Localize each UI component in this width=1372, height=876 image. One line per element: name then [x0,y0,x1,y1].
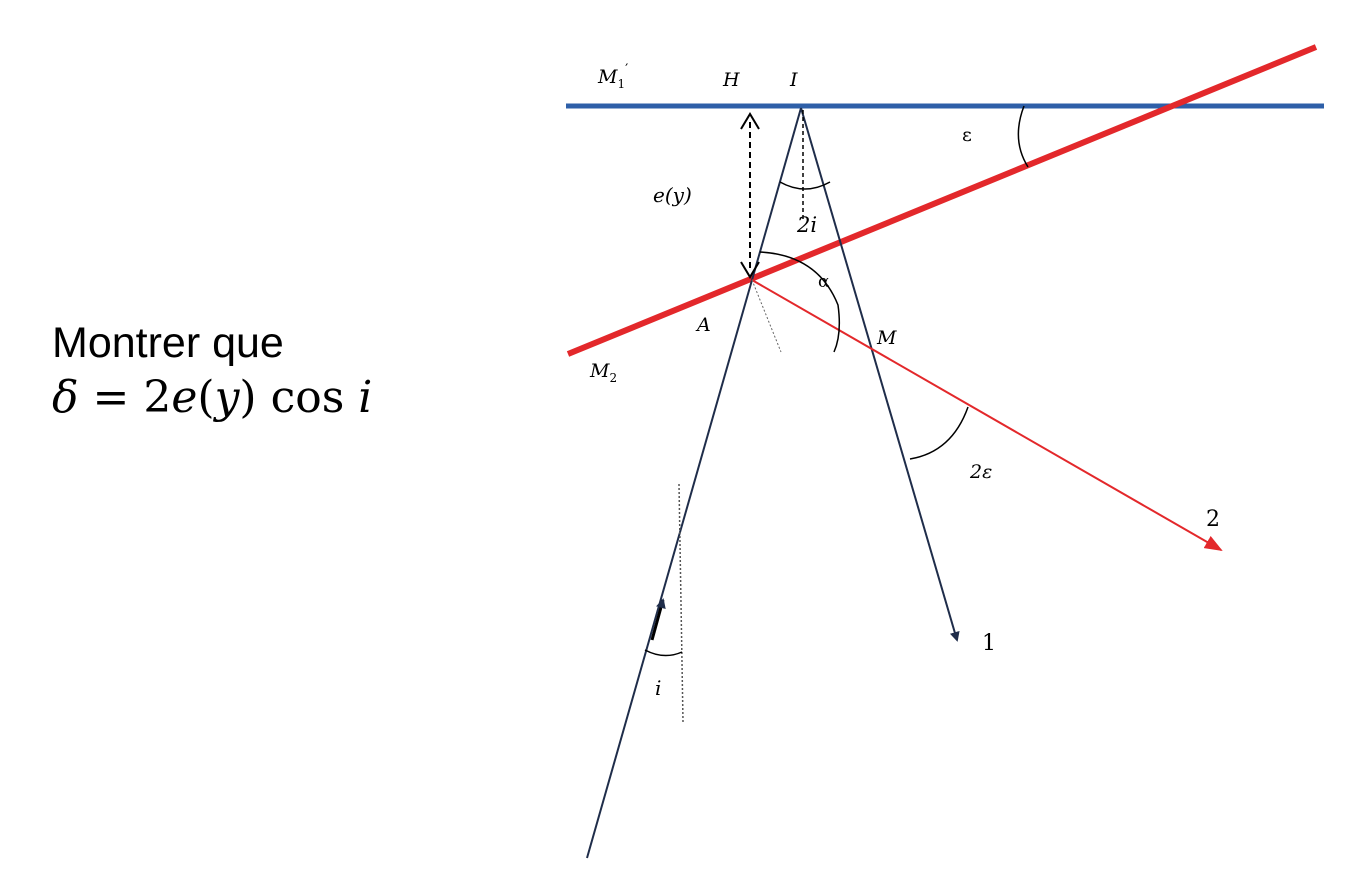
mirror-m2 [566,44,1318,357]
label-h: H [722,69,740,91]
thickness-arrowhead-top-icon [740,112,760,130]
angle-i-arc [644,649,683,657]
label-ray-2: 2 [1206,507,1220,532]
formula-paren-close: ) [239,372,257,423]
formula-e: e [171,372,198,423]
angle-alpha-arc [759,251,841,353]
formula-delta: δ [52,372,79,423]
formula-y: y [214,372,240,423]
incident-ray [586,279,753,859]
label-m2: M2 [589,360,617,385]
ray-1 [800,107,960,642]
formula-paren-open: ( [197,372,215,423]
incident-ray-arrow-icon [650,598,666,641]
formula-i: i [358,372,373,423]
angle-epsilon-arc [1017,105,1029,168]
angle-2i-arc [779,181,831,190]
prompt-formula: δ = 2e(y) cos i [52,370,372,426]
label-i-point: I [789,69,798,91]
normal-incidence [678,483,684,723]
label-angle-i: i [655,676,661,700]
normal-at-a [751,279,782,353]
prompt-line-1: Montrer que [52,319,284,367]
label-a: A [695,314,711,336]
label-m: M [876,327,897,349]
label-m1-prime: M1′ [597,62,628,91]
label-2epsilon: 2ε [969,461,992,483]
label-alpha: α [818,272,830,292]
question-text: Montrer que δ = 2e(y) cos i [52,316,372,426]
label-ray-1: 1 [982,631,996,656]
ray-2 [751,279,1223,551]
angle-2epsilon-arc [909,406,969,460]
thickness-arrowhead-bottom-icon [740,261,760,279]
formula-cos: cos [256,372,359,423]
label-2i: 2i [796,213,817,237]
label-epsilon: ε [962,124,972,146]
label-e-y: e(y) [653,183,692,207]
formula-equals: = 2 [78,372,172,423]
